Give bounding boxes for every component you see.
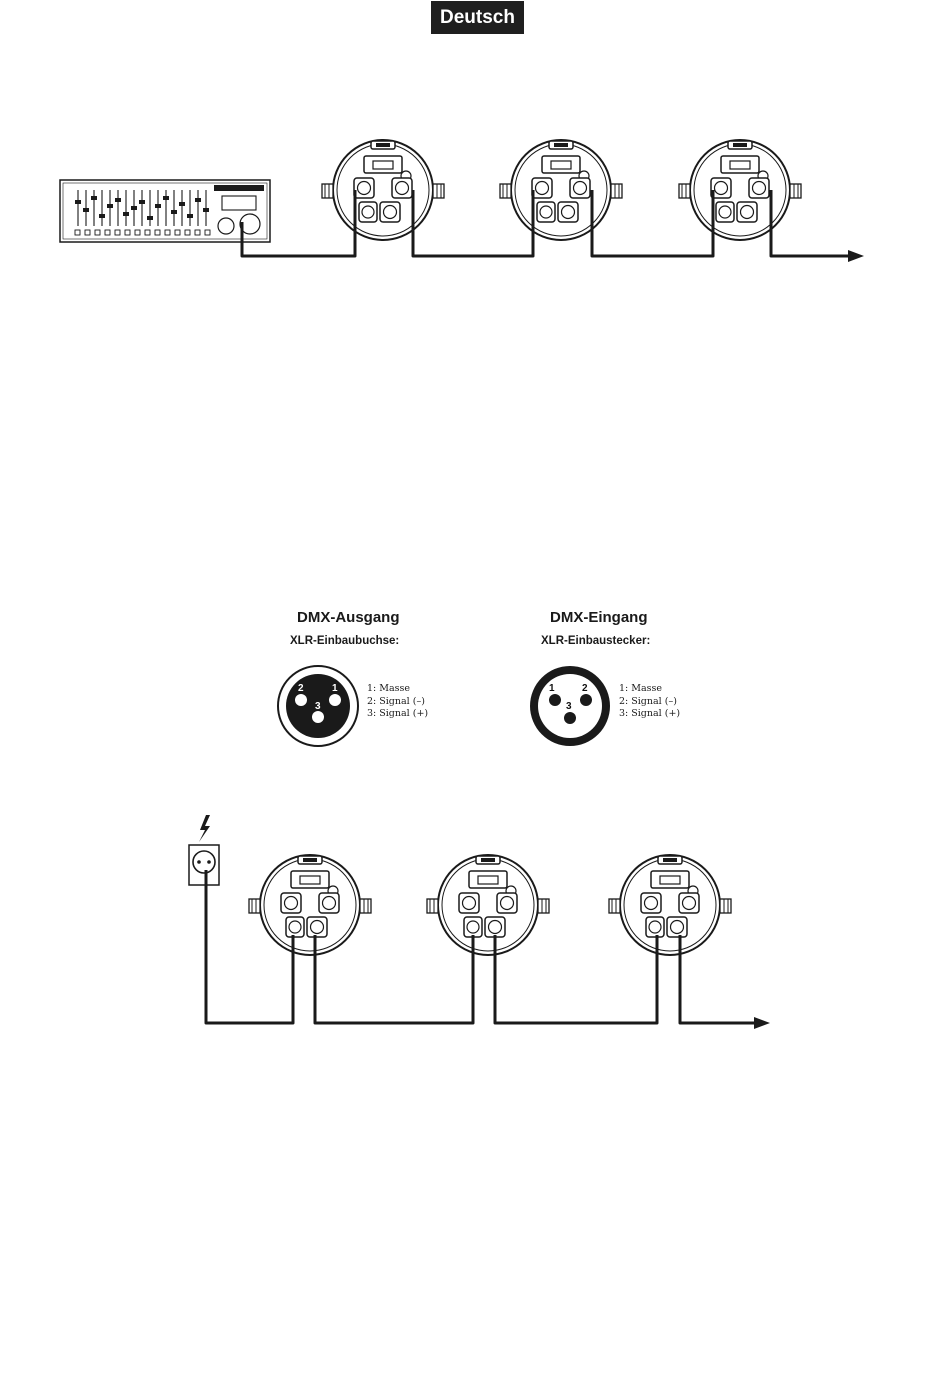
- spotlight-icon: [322, 140, 444, 240]
- spotlight-icon: [427, 855, 549, 955]
- pin-number: 2: [298, 683, 304, 694]
- power-outlet-icon: [189, 845, 219, 885]
- pin-number: 3: [315, 701, 321, 712]
- pin-label: 3: Signal (+): [619, 708, 680, 721]
- spotlight-icon: [679, 140, 801, 240]
- power-cable: [206, 870, 755, 1023]
- pin-number: 1: [332, 683, 338, 694]
- arrow-right-icon: [754, 1017, 770, 1029]
- spotlight-icon: [500, 140, 622, 240]
- spotlight-icon: [249, 855, 371, 955]
- pin-number: 3: [566, 701, 572, 712]
- dmx-output-subtitle: XLR-Einbaubuchse:: [290, 635, 399, 647]
- pin-label: 1: Masse: [367, 683, 428, 696]
- dmx-input-subtitle: XLR-Einbaustecker:: [541, 635, 650, 647]
- dmx-output-pin-list: 1: Masse 2: Signal (–) 3: Signal (+): [367, 683, 428, 721]
- dmx-output-title: DMX-Ausgang: [297, 609, 400, 626]
- pin-number: 2: [582, 683, 588, 694]
- pin-label: 2: Signal (–): [619, 696, 680, 709]
- dmx-input-pin-list: 1: Masse 2: Signal (–) 3: Signal (+): [619, 683, 680, 721]
- pin-label: 3: Signal (+): [367, 708, 428, 721]
- dmx-controller-icon: [60, 180, 270, 242]
- pin-label: 2: Signal (–): [367, 696, 428, 709]
- pin-label: 1: Masse: [619, 683, 680, 696]
- pin-number: 1: [549, 683, 555, 694]
- arrow-right-icon: [848, 250, 864, 262]
- spotlight-icon: [609, 855, 731, 955]
- dmx-input-title: DMX-Eingang: [550, 609, 648, 626]
- lightning-bolt-icon: [199, 815, 210, 842]
- dmx-chain-diagram: [0, 0, 950, 300]
